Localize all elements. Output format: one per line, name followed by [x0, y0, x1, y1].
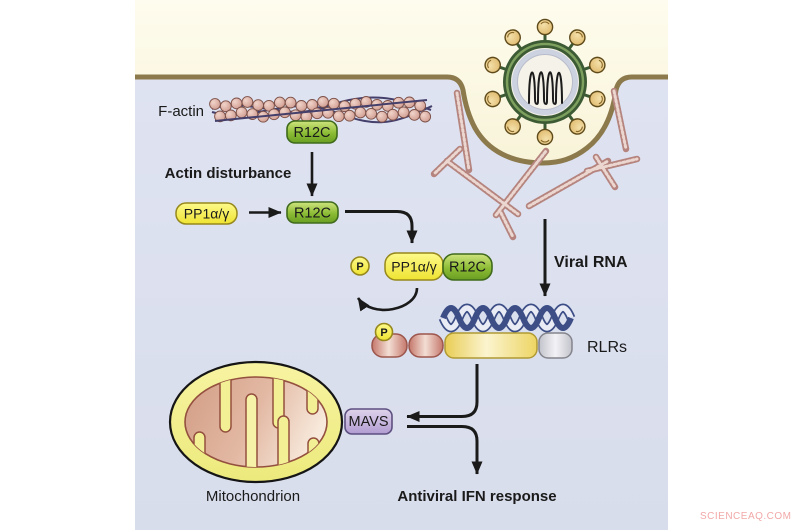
rlr-ctd-domain — [538, 332, 573, 359]
label-antiviral-ifn: Antiviral IFN response — [397, 488, 556, 505]
rlr-card-domain-2 — [408, 333, 444, 358]
recycle-arrow — [356, 287, 419, 312]
phosphate-rlr-label: P — [380, 327, 387, 339]
label-rlrs: RLRs — [587, 339, 627, 356]
mito-crista — [277, 415, 290, 467]
mitochondrion-group — [168, 360, 344, 484]
complex-r12c-label: R12C — [449, 260, 486, 276]
rlr-group: P RLRs — [371, 303, 627, 359]
viral-rna-coil — [528, 71, 563, 106]
r12c-on-actin-label: R12C — [293, 125, 330, 141]
arrow-mavs-to-ifn — [407, 425, 483, 475]
label-mitochondrion: Mitochondrion — [206, 488, 300, 505]
arrow-r12c-to-complex — [345, 210, 418, 244]
complex-r12c-box — [442, 253, 493, 281]
r12c-released-label: R12C — [294, 206, 331, 222]
label-actin-disturbance: Actin disturbance — [165, 165, 292, 182]
phosphate-free-badge — [350, 256, 370, 276]
rlr-dsrna-strand-dark — [440, 305, 574, 331]
virus-envelope-inner-edge — [505, 42, 585, 122]
f-actin-filament — [209, 96, 433, 124]
virus-core — [517, 54, 573, 110]
virus-particle — [481, 17, 609, 147]
watermark: SCIENCEAQ.COM — [700, 511, 792, 522]
r12c-released-box — [286, 201, 339, 224]
mito-crista — [245, 393, 258, 467]
f-actin-beads — [209, 96, 432, 123]
phosphate-rlr-badge — [374, 322, 394, 342]
f-actin-strand-over — [214, 99, 428, 122]
label-viral-rna: Viral RNA — [554, 254, 628, 271]
rlr-helicase-domain — [444, 332, 538, 359]
phosphate-free-label: P — [356, 261, 363, 273]
pp1-box — [175, 202, 238, 225]
mito-crista — [219, 377, 232, 433]
pathway-diagram: F-actin R12C Actin disturbance PP1α/γ R1… — [135, 0, 668, 530]
arrow-rlr-to-mavs — [406, 364, 479, 422]
complex-pp1-label: PP1α/γ — [391, 259, 436, 275]
pp1-label: PP1α/γ — [184, 206, 229, 222]
r12c-on-actin-box — [286, 120, 338, 144]
mavs-box — [344, 408, 393, 435]
label-f-actin: F-actin — [158, 103, 204, 120]
mavs-label: MAVS — [348, 414, 388, 430]
